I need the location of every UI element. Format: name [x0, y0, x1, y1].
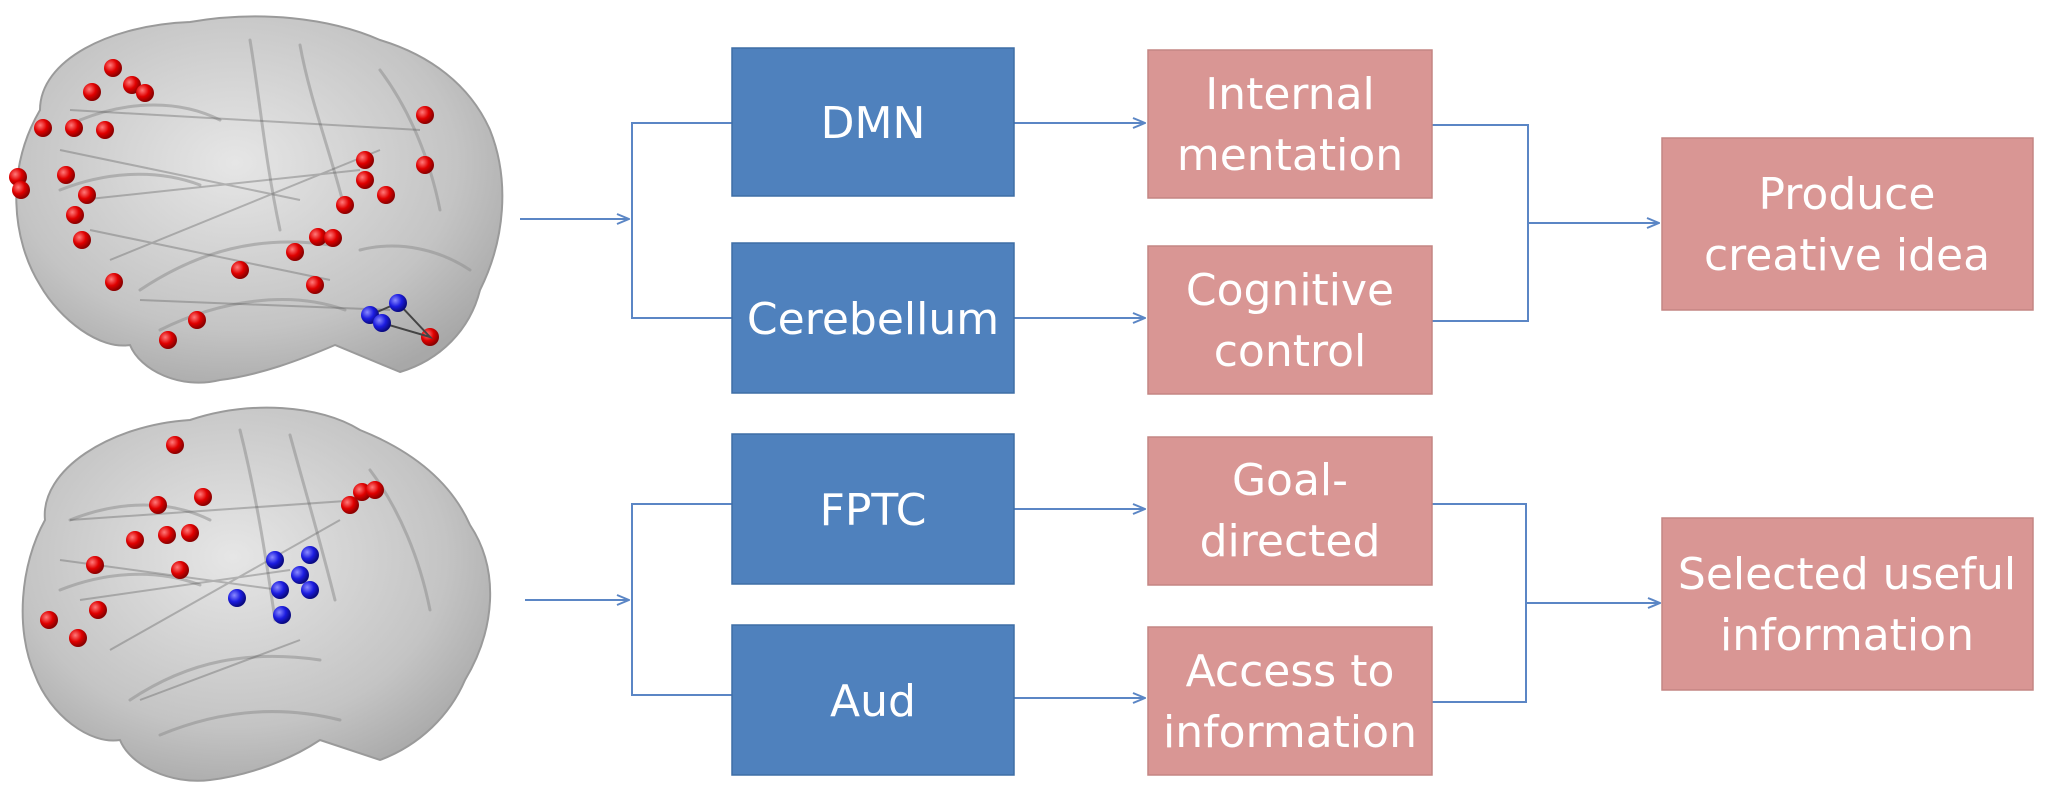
function-line-1: Cognitive — [1186, 265, 1394, 316]
function-line-1: Internal — [1205, 69, 1375, 120]
function-line-2: information — [1163, 707, 1417, 758]
network-box-dmn: DMN — [731, 47, 1015, 197]
network-label-cerebellum: Cerebellum — [747, 294, 999, 345]
blue-nodes-bottom — [228, 546, 319, 624]
function-box-cognitive-control: Cognitive control — [1147, 245, 1433, 395]
function-line-2: mentation — [1177, 130, 1403, 181]
brain-outline-bottom — [21, 406, 492, 782]
merge-top — [1432, 124, 1659, 322]
network-label-fptc: FPTC — [820, 485, 927, 536]
outcome-line-1: Produce — [1759, 169, 1936, 220]
outcome-box-selected-useful-information: Selected useful information — [1661, 517, 2034, 691]
function-box-access-to-information: Access to information — [1147, 626, 1433, 776]
function-line-2: directed — [1200, 516, 1381, 567]
outcome-line-2: creative idea — [1704, 230, 1990, 281]
function-line-1: Access to — [1186, 646, 1395, 697]
network-label-aud: Aud — [830, 676, 916, 727]
group-bottom: FPTC Aud Goal- directed Access to inform… — [731, 433, 2034, 776]
brain-image-top — [9, 15, 504, 384]
connectors-top — [520, 123, 1659, 321]
network-box-fptc: FPTC — [731, 433, 1015, 585]
network-box-aud: Aud — [731, 624, 1015, 776]
network-box-cerebellum: Cerebellum — [731, 242, 1015, 394]
function-line-1: Goal- — [1232, 455, 1348, 506]
merge-bottom — [1432, 503, 1660, 703]
function-box-internal-mentation: Internal mentation — [1147, 49, 1433, 199]
split-top — [631, 122, 732, 319]
red-nodes-bottom — [40, 436, 384, 647]
outcome-line-1: Selected useful — [1678, 549, 2016, 600]
outcome-box-produce-creative-idea: Produce creative idea — [1661, 137, 2034, 311]
brain-outline-top — [15, 15, 504, 384]
outcome-line-2: information — [1720, 610, 1974, 661]
network-label-dmn: DMN — [821, 98, 926, 149]
function-line-2: control — [1214, 326, 1367, 377]
connectors-bottom — [525, 503, 1660, 703]
split-bottom — [631, 503, 732, 696]
brain-image-bottom — [21, 406, 492, 782]
blue-nodes-top — [361, 294, 434, 339]
red-nodes-top — [9, 59, 439, 349]
function-box-goal-directed: Goal- directed — [1147, 436, 1433, 586]
group-top: DMN Cerebellum Internal mentation Cognit… — [731, 47, 2034, 395]
